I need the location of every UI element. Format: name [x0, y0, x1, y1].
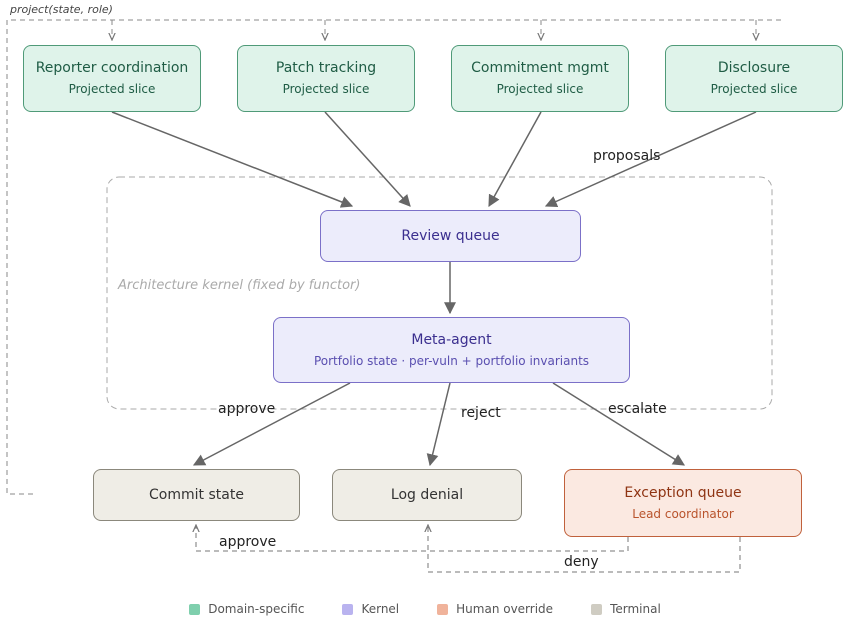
legend-swatch [591, 603, 603, 615]
legend-label: Domain-specific [208, 602, 305, 616]
reporter-coordination-box: Reporter coordination Projected slice [23, 45, 201, 112]
box-title: Disclosure [717, 60, 791, 76]
edge-meta-to-exception [552, 382, 686, 466]
kernel-boundary [106, 176, 773, 410]
project-label: project(state, role) [10, 3, 113, 16]
box-subtitle: Projected slice [68, 82, 156, 96]
box-title: Log denial [390, 486, 464, 503]
review-queue-box: Review queue [320, 210, 581, 262]
edge-label-human-approve: approve [219, 534, 277, 550]
edge-label-escalate: escalate [608, 401, 667, 417]
box-title: Reporter coordination [35, 60, 189, 76]
edge-patch-to-review [324, 111, 411, 207]
legend-item-kernel: Kernel [342, 602, 399, 616]
legend-item-terminal: Terminal [591, 602, 661, 616]
patch-tracking-box: Patch tracking Projected slice [237, 45, 415, 112]
box-title: Meta-agent [411, 331, 492, 348]
edge-disclosure-to-review [544, 111, 757, 208]
legend-item-domain-specific: Domain-specific [189, 602, 304, 616]
box-title: Commitment mgmt [471, 60, 609, 76]
edge-exception-deny [428, 525, 741, 573]
edge-meta-to-commit [192, 382, 351, 466]
legend-label: Kernel [361, 602, 400, 616]
edge-reporter-to-review [111, 111, 354, 208]
box-subtitle: Portfolio state · per-vuln + portfolio i… [313, 353, 590, 368]
commitment-mgmt-box: Commitment mgmt Projected slice [451, 45, 629, 112]
commit-state-box: Commit state [93, 469, 300, 521]
projection-loop [6, 19, 782, 495]
legend-label: Human override [456, 602, 554, 616]
log-denial-box: Log denial [332, 469, 522, 521]
edge-label-approve: approve [218, 401, 276, 417]
legend: Domain-specific Kernel Human override Te… [0, 602, 850, 616]
edge-meta-to-log [426, 382, 451, 467]
meta-agent-box: Meta-agent Portfolio state · per-vuln + … [273, 317, 630, 383]
legend-swatch [342, 603, 354, 615]
box-subtitle: Projected slice [496, 82, 584, 96]
legend-label: Terminal [610, 602, 661, 616]
kernel-label: Architecture kernel (fixed by functor) [118, 278, 361, 293]
edge-label-human-deny: deny [564, 554, 599, 570]
box-subtitle: Lead coordinator [632, 506, 734, 521]
box-subtitle: Projected slice [710, 82, 798, 96]
edge-label-reject: reject [461, 405, 501, 421]
box-title: Review queue [401, 227, 500, 244]
legend-item-human-override: Human override [437, 602, 553, 616]
box-title: Exception queue [624, 484, 742, 501]
edge-label-proposals: proposals [593, 148, 661, 164]
box-title: Commit state [149, 486, 244, 503]
exception-queue-box: Exception queue Lead coordinator [564, 469, 802, 537]
edge-commitment-to-review [488, 111, 542, 208]
box-subtitle: Projected slice [282, 82, 370, 96]
legend-swatch [437, 603, 449, 615]
box-title: Patch tracking [275, 60, 377, 76]
edge-exception-approve [196, 525, 629, 552]
disclosure-box: Disclosure Projected slice [665, 45, 843, 112]
legend-swatch [189, 603, 201, 615]
